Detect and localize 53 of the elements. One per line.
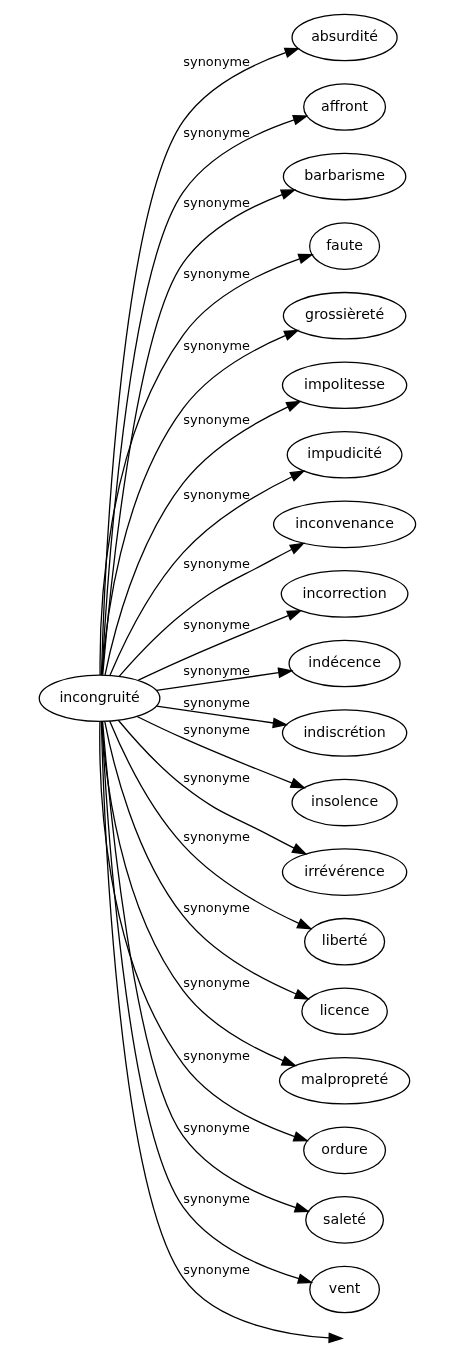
arrow (102, 189, 297, 676)
arrow (99, 253, 314, 676)
node-ellipse: irrévérence (281, 848, 408, 896)
edge-label: synonyme (183, 486, 250, 502)
arrow (136, 715, 306, 789)
node-ellipse: impolitesse (281, 361, 408, 410)
edge-label: synonyme (183, 663, 250, 679)
edge-label: synonyme (183, 556, 250, 572)
arrow (104, 400, 302, 676)
node-ellipse: vent (309, 1265, 380, 1314)
edge-label: synonyme (183, 1262, 250, 1277)
node-ellipse: inconvenance (272, 500, 417, 549)
edge-label: synonyme (183, 769, 250, 785)
node-ellipse: indiscrétion (281, 709, 408, 757)
node-ellipse: licence (301, 987, 388, 1036)
arrow (155, 705, 289, 729)
edge-label: synonyme (183, 411, 250, 427)
edge-label: synonyme (183, 1191, 250, 1207)
edge-label: synonyme (183, 266, 250, 282)
node-ellipse: indécence (288, 639, 401, 688)
edge-label: synonyme (183, 722, 250, 738)
edge-label: synonyme (183, 829, 250, 845)
arrow (137, 610, 303, 681)
edge-label: synonyme (183, 195, 250, 211)
node-ellipse: faute (309, 222, 381, 270)
edge-label: synonyme (183, 900, 250, 916)
edge-label: synonyme (183, 1048, 250, 1064)
arrow (155, 667, 294, 691)
edge-label: synonyme (183, 338, 250, 354)
arrow (109, 470, 306, 676)
arrow (104, 720, 311, 1000)
edge-label: synonyme (183, 1120, 250, 1136)
node-ellipse: affront (303, 83, 387, 131)
edge-label: synonyme (183, 974, 250, 990)
node-ellipse: barbarisme (282, 152, 407, 201)
edge-label: synonyme (183, 616, 250, 632)
node-ellipse: incongruité (38, 674, 161, 723)
edge-label: synonyme (183, 53, 250, 69)
arrow (109, 720, 313, 930)
edge-label: synonyme (183, 695, 250, 711)
node-ellipse: absurdité (291, 13, 398, 62)
arrow (101, 329, 300, 676)
arrow (118, 542, 306, 677)
node-ellipse: incorrection (280, 570, 409, 618)
arrow (99, 721, 309, 1142)
arrow (100, 721, 344, 1344)
node-ellipse: ordure (303, 1126, 387, 1175)
edge-label: synonyme (183, 124, 250, 140)
node-ellipse: liberté (303, 917, 386, 966)
arrow (117, 719, 308, 855)
node-ellipse: saleté (305, 1196, 385, 1244)
arrow (101, 720, 297, 1067)
node-ellipse: impudicité (286, 430, 403, 479)
